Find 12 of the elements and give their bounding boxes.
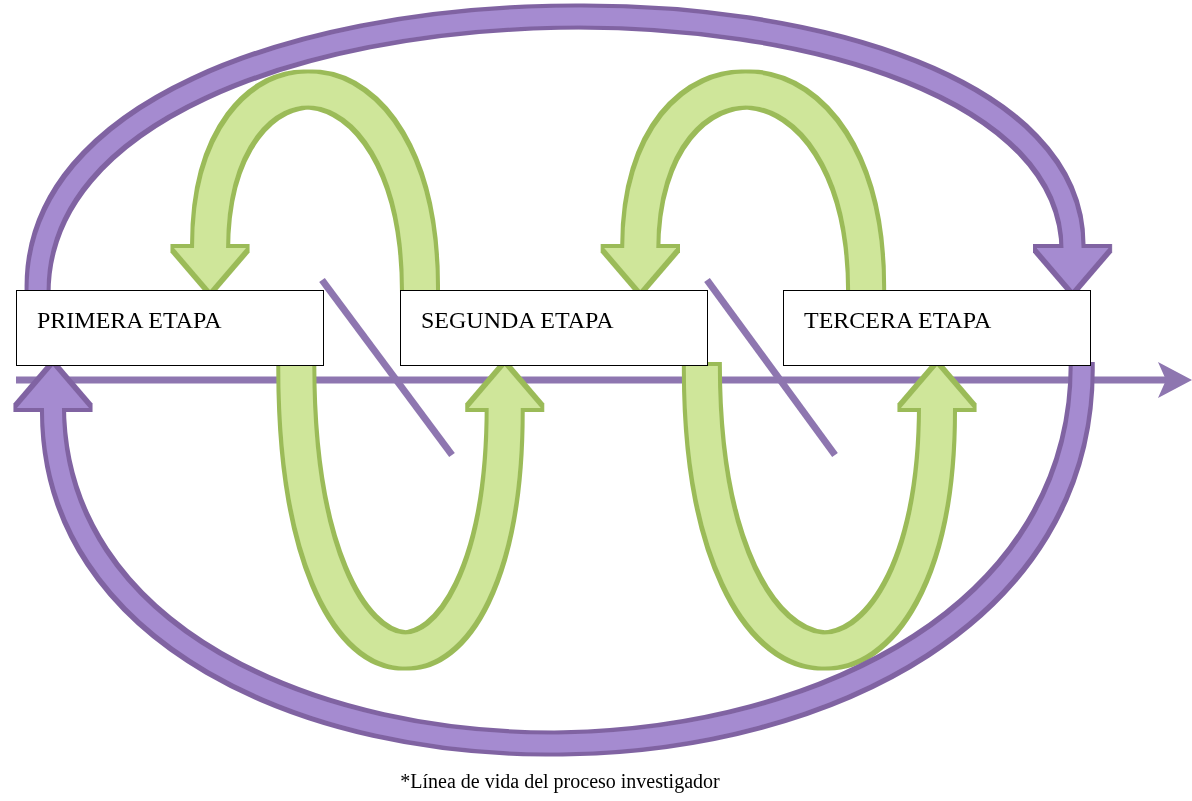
- curved-arrow: [685, 365, 973, 666]
- curved-arrow: [174, 73, 436, 292]
- curved-arrow: [280, 365, 541, 666]
- stage-box: [400, 290, 708, 366]
- stage-label: PRIMERA ETAPA: [37, 307, 222, 333]
- stage-label: TERCERA ETAPA: [804, 307, 992, 333]
- stage-box: [16, 290, 324, 366]
- stage-label: SEGUNDA ETAPA: [421, 307, 614, 333]
- caption: *Línea de vida del proceso investigador: [399, 770, 721, 793]
- curved-arrow: [604, 73, 883, 292]
- stage-box: [783, 290, 1091, 366]
- curved-arrow: [17, 364, 1091, 752]
